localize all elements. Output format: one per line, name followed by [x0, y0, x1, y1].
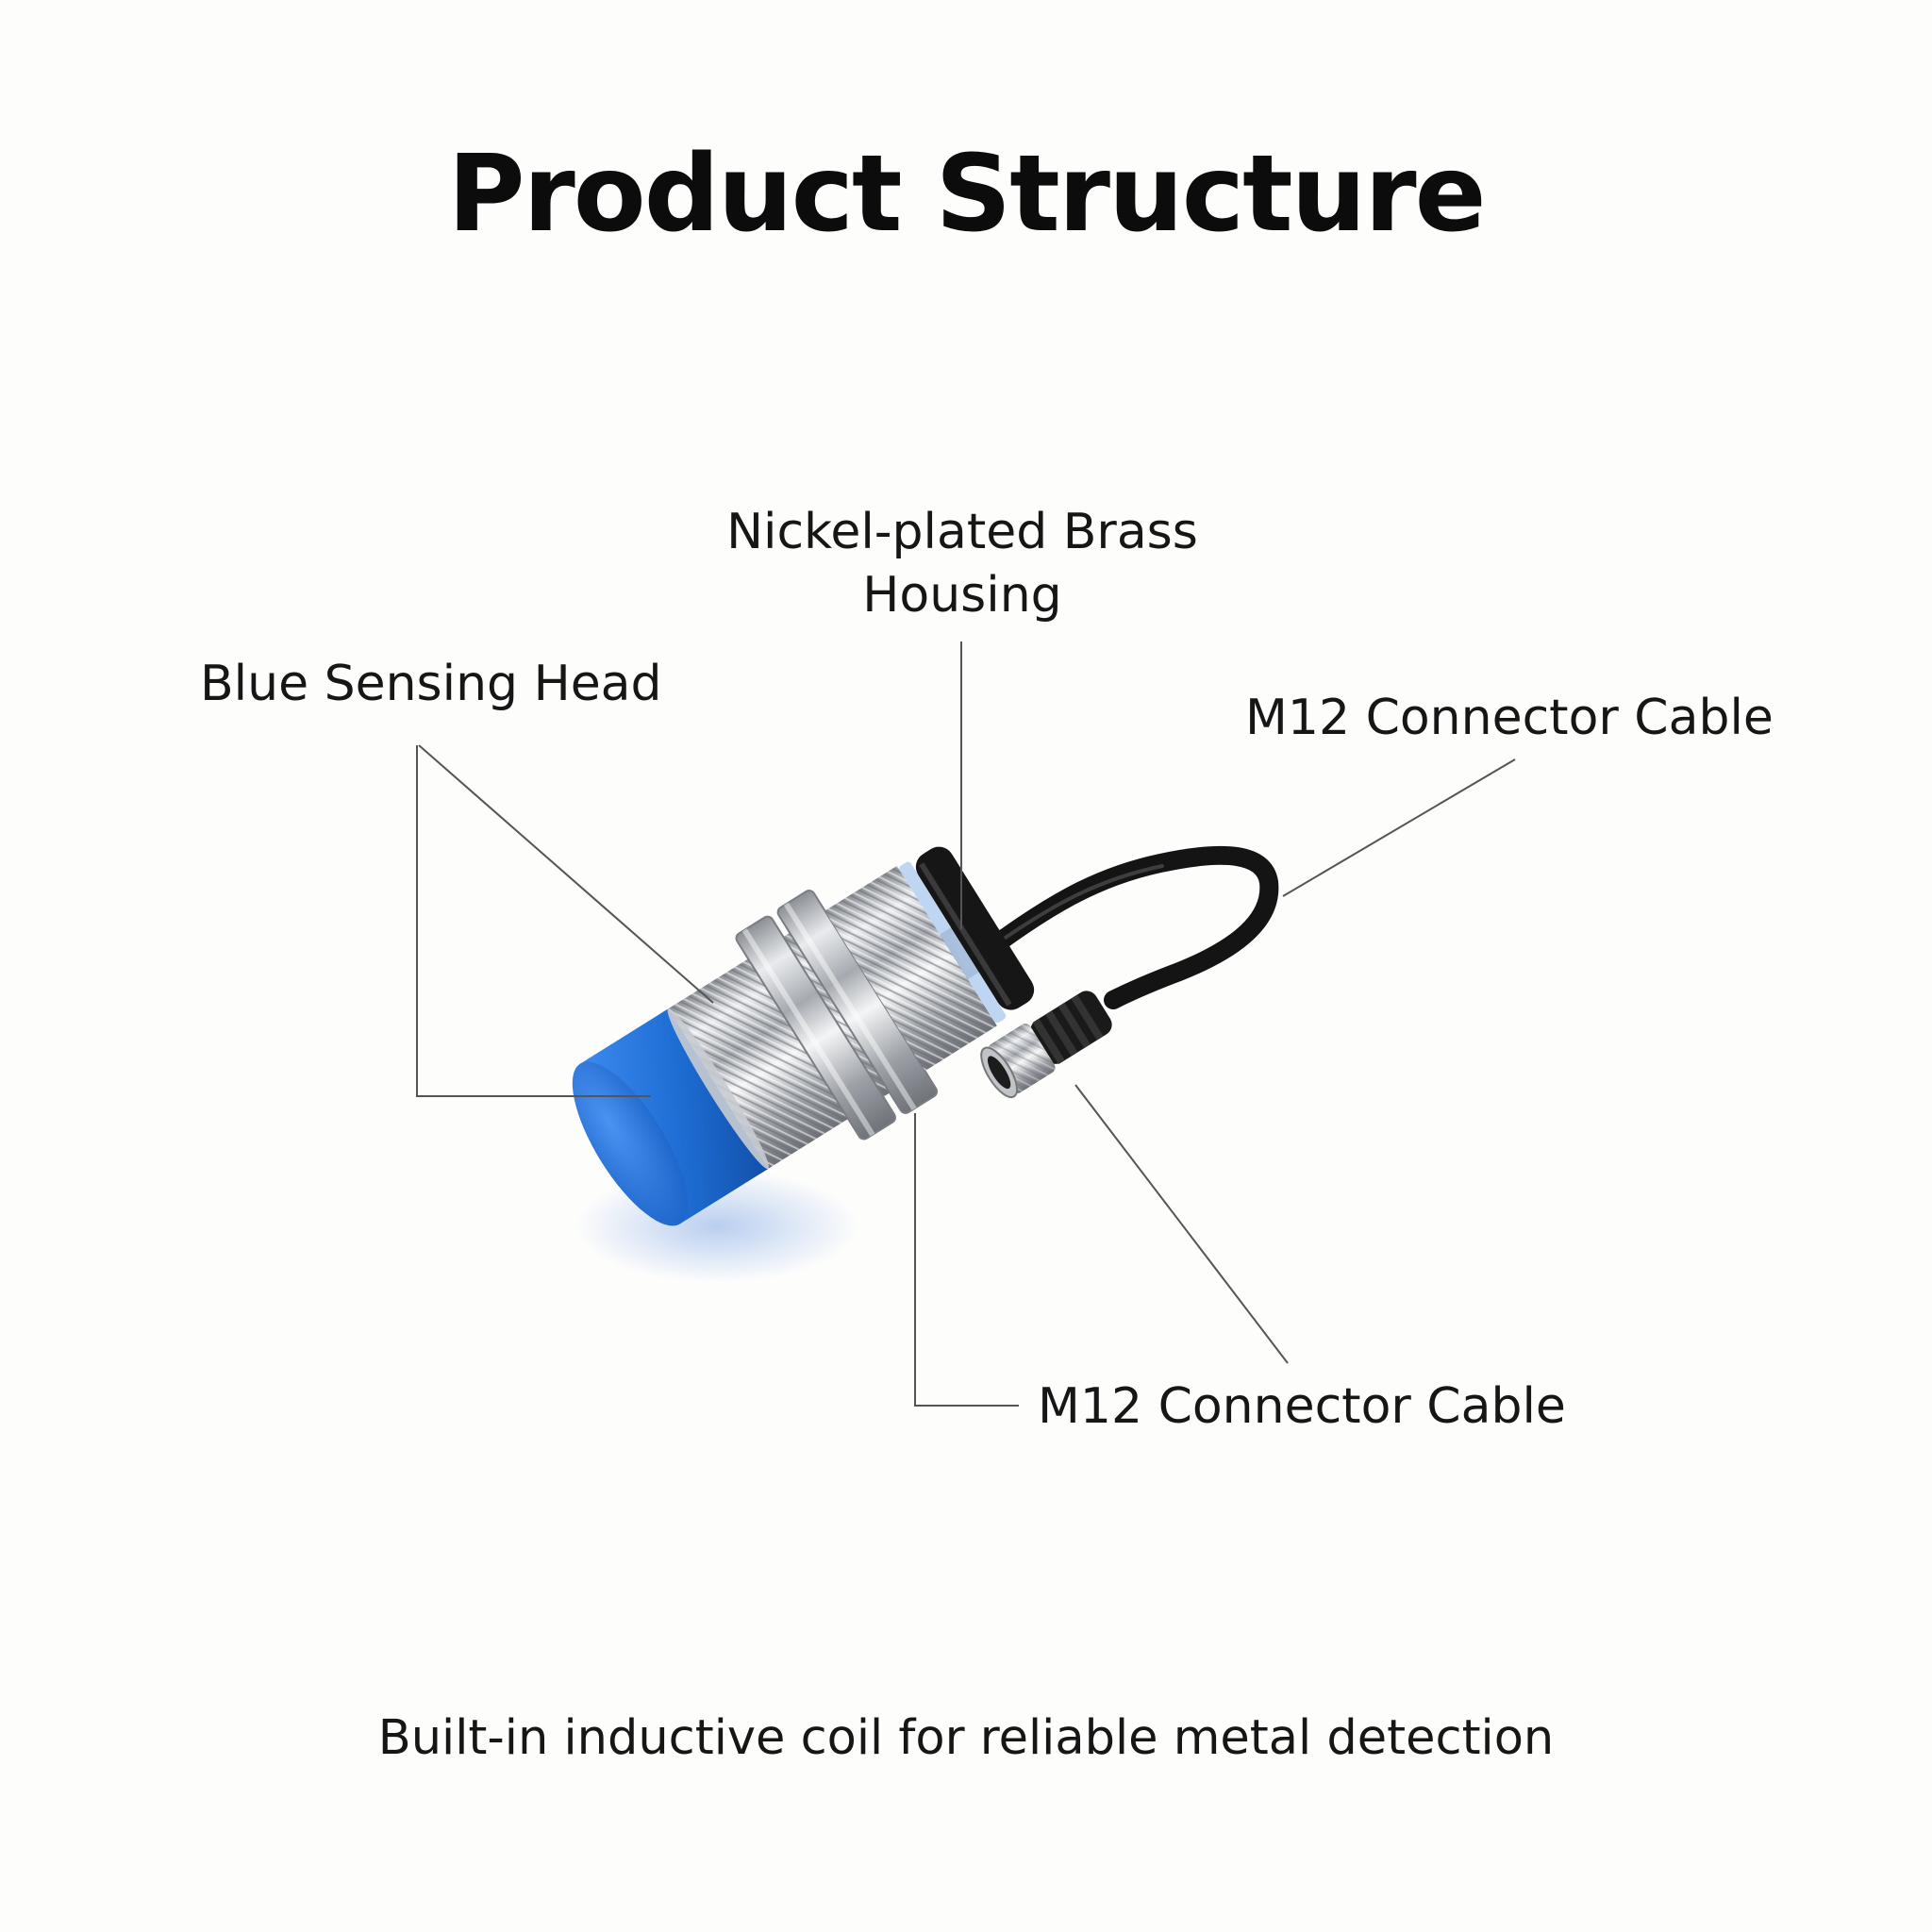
- leader-line-head: [416, 745, 651, 1097]
- m12-connector: [980, 991, 1112, 1099]
- callout-connector-cable-top: M12 Connector Cable: [1245, 690, 1774, 746]
- sensor-body: [572, 846, 1035, 1226]
- leader-line-housing-bottom: [914, 1113, 1019, 1407]
- caption: Built-in inductive coil for reliable met…: [377, 1710, 1555, 1766]
- leader-line-head-diagonal: [418, 744, 714, 1004]
- leader-line-cable-top: [1282, 758, 1516, 897]
- callout-connector-cable-bottom: M12 Connector Cable: [1038, 1378, 1566, 1435]
- callout-blue-sensing-head: Blue Sensing Head: [200, 656, 662, 712]
- leader-lines: [416, 641, 1516, 1407]
- callout-housing: Nickel-plated Brass Housing: [726, 504, 1198, 624]
- page-title: Product Structure: [447, 133, 1486, 256]
- leader-line-connector: [1074, 1084, 1289, 1364]
